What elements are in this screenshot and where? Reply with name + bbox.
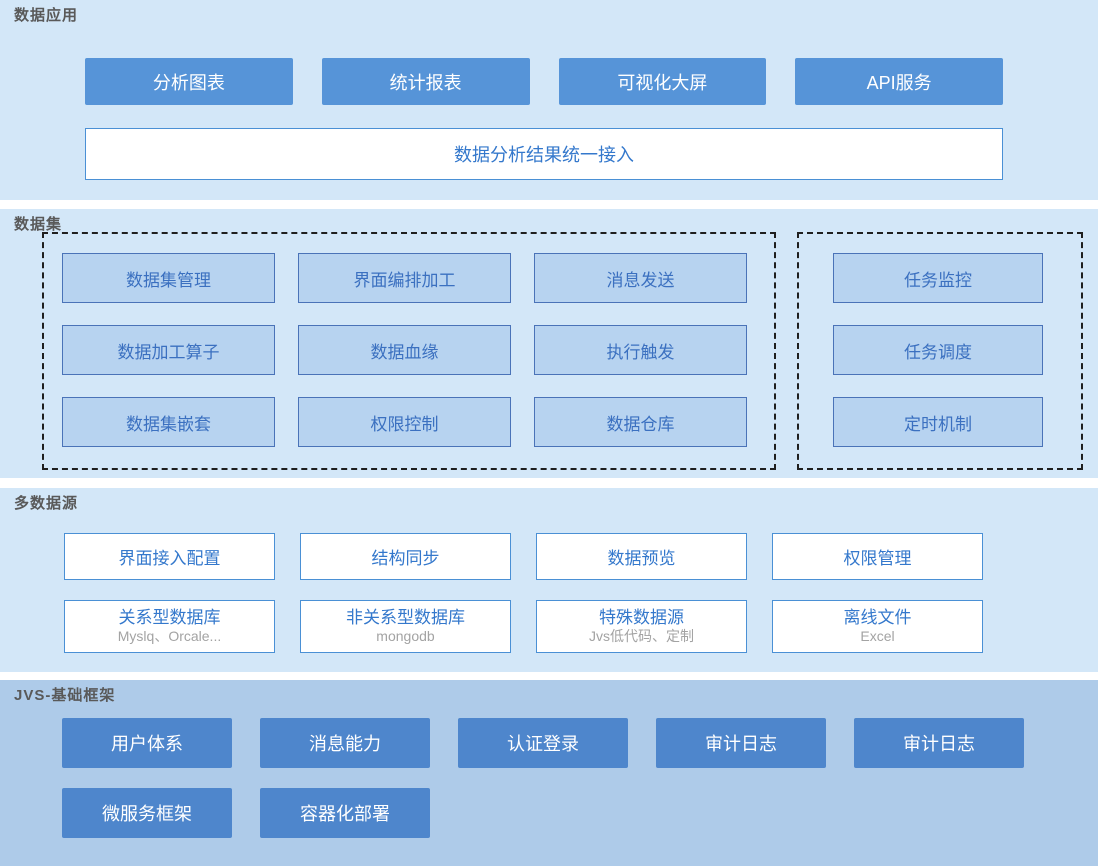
button-visualization-screen: 可视化大屏 <box>558 58 767 105</box>
button-containerized-deployment: 容器化部署 <box>260 788 430 838</box>
button-microservice-framework: 微服务框架 <box>62 788 232 838</box>
layer-data-application: 数据应用 分析图表 统计报表 可视化大屏 API服务 数据分析结果统一接入 <box>0 0 1098 200</box>
box-relational-db: 关系型数据库 Myslq、Orcale... <box>64 600 275 653</box>
button-auth-login: 认证登录 <box>458 718 628 768</box>
button-user-system: 用户体系 <box>62 718 232 768</box>
cell-data-lineage: 数据血缘 <box>298 325 511 375</box>
cell-timing-mechanism: 定时机制 <box>833 397 1043 447</box>
cell-permission-control: 权限控制 <box>298 397 511 447</box>
layer-jvs-framework: JVS-基础框架 用户体系 消息能力 认证登录 审计日志 审计日志 微服务框架 … <box>0 680 1098 866</box>
layer-label-data-sources: 多数据源 <box>14 495 79 512</box>
source-type-subtitle: Excel <box>860 627 895 644</box>
layer-label-dataset: 数据集 <box>14 216 63 233</box>
cell-interface-orchestration: 界面编排加工 <box>298 253 511 303</box>
source-type-subtitle: Jvs低代码、定制 <box>589 627 694 644</box>
dataset-cell-grid: 数据集管理 界面编排加工 消息发送 数据加工算子 数据血缘 执行触发 数据集嵌套… <box>62 253 747 447</box>
box-permission-management: 权限管理 <box>772 533 983 580</box>
button-audit-log-1: 审计日志 <box>656 718 826 768</box>
layer-data-sources: 多数据源 界面接入配置 结构同步 数据预览 权限管理 关系型数据库 Myslq、… <box>0 488 1098 672</box>
cell-data-processing-operator: 数据加工算子 <box>62 325 275 375</box>
source-type-title: 关系型数据库 <box>118 608 221 628</box>
button-message-capability: 消息能力 <box>260 718 430 768</box>
box-special-data-source: 特殊数据源 Jvs低代码、定制 <box>536 600 747 653</box>
cell-task-scheduling: 任务调度 <box>833 325 1043 375</box>
box-structure-sync: 结构同步 <box>300 533 511 580</box>
button-statistical-reports: 统计报表 <box>321 58 530 105</box>
unified-access-bar: 数据分析结果统一接入 <box>85 128 1003 180</box>
box-data-preview: 数据预览 <box>536 533 747 580</box>
layer-divider <box>0 200 1098 209</box>
button-audit-log-2: 审计日志 <box>854 718 1024 768</box>
button-analysis-charts: 分析图表 <box>85 58 293 105</box>
layer-label-data-application: 数据应用 <box>14 7 79 24</box>
cell-task-monitoring: 任务监控 <box>833 253 1043 303</box>
source-type-row: 关系型数据库 Myslq、Orcale... 非关系型数据库 mongodb 特… <box>64 600 983 653</box>
task-group: 任务监控 任务调度 定时机制 <box>797 232 1083 470</box>
source-type-title: 非关系型数据库 <box>346 608 465 628</box>
layer-divider <box>0 478 1098 488</box>
dataset-core-group: 数据集管理 界面编排加工 消息发送 数据加工算子 数据血缘 执行触发 数据集嵌套… <box>42 232 776 470</box>
task-cell-column: 任务监控 任务调度 定时机制 <box>833 253 1043 447</box>
cell-data-warehouse: 数据仓库 <box>534 397 747 447</box>
cell-dataset-management: 数据集管理 <box>62 253 275 303</box>
source-type-title: 离线文件 <box>843 608 912 628</box>
layer-label-jvs-framework: JVS-基础框架 <box>14 687 116 704</box>
cell-dataset-nesting: 数据集嵌套 <box>62 397 275 447</box>
source-feature-row: 界面接入配置 结构同步 数据预览 权限管理 <box>64 533 983 580</box>
box-non-relational-db: 非关系型数据库 mongodb <box>300 600 511 653</box>
source-type-subtitle: Myslq、Orcale... <box>117 627 222 644</box>
framework-row-1: 用户体系 消息能力 认证登录 审计日志 审计日志 <box>62 718 1024 768</box>
box-offline-files: 离线文件 Excel <box>772 600 983 653</box>
cell-message-sending: 消息发送 <box>534 253 747 303</box>
button-api-service: API服务 <box>795 58 1003 105</box>
box-interface-access-config: 界面接入配置 <box>64 533 275 580</box>
layer-divider <box>0 672 1098 680</box>
cell-execution-trigger: 执行触发 <box>534 325 747 375</box>
source-type-subtitle: mongodb <box>376 627 435 644</box>
framework-row-2: 微服务框架 容器化部署 <box>62 788 430 838</box>
layer-dataset: 数据集 数据集管理 界面编排加工 消息发送 数据加工算子 数据血缘 执行触发 数… <box>0 209 1098 478</box>
app-button-row: 分析图表 统计报表 可视化大屏 API服务 <box>85 58 1003 105</box>
source-type-title: 特殊数据源 <box>599 608 684 628</box>
